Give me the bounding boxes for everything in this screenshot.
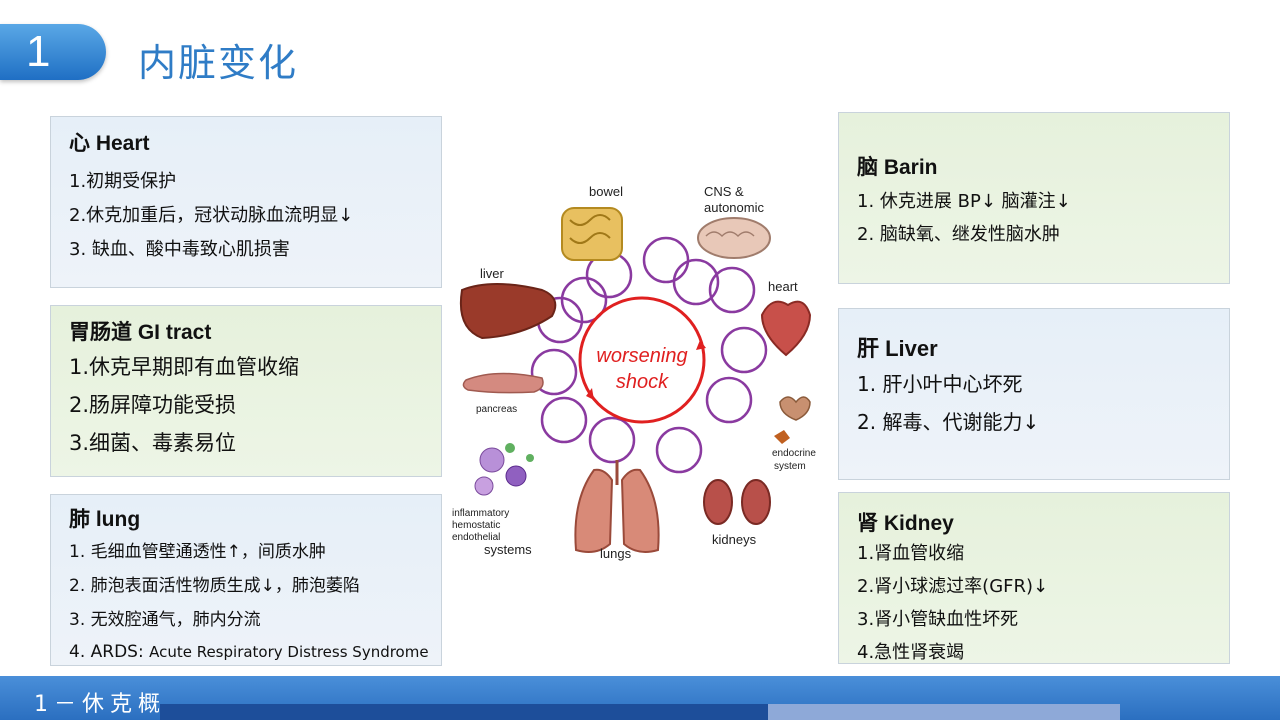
liver-illustration — [460, 283, 557, 340]
liver-title: 肝 Liver — [857, 336, 938, 361]
label-heart: heart — [768, 279, 798, 294]
shock-diagram-svg: worsening shock — [452, 184, 816, 561]
gi-title: 胃肠道 GI tract — [69, 321, 212, 344]
label-hemostatic: hemostatic — [452, 520, 500, 531]
feedback-loops — [530, 236, 768, 474]
shock-organ-diagram: worsening shock — [444, 140, 836, 580]
endocrine-illustration — [774, 396, 811, 444]
brain-item-2: 2. 脑缺氧、继发性脑水肿 — [857, 224, 1060, 245]
label-bowel: bowel — [589, 184, 623, 199]
footer-progress-light — [768, 704, 1120, 720]
lung-panel: 肺 lung 1. 毛细血管壁通透性↑，间质水肿 2. 肺泡表面活性物质生成↓，… — [50, 494, 442, 666]
label-endothelial: endothelial — [452, 532, 500, 543]
label-pancreas: pancreas — [476, 404, 517, 415]
section-number: 1 — [26, 27, 51, 76]
center-label-1: worsening — [596, 345, 687, 367]
kidney-item-3: 3.肾小管缺血性坏死 — [857, 609, 1019, 630]
gi-item-3: 3.细菌、毒素易位 — [69, 431, 237, 455]
brain-item-1: 1. 休克进展 BP↓ 脑灌注↓ — [857, 191, 1071, 212]
gi-item-1: 1.休克早期即有血管收缩 — [69, 355, 300, 379]
heart-illustration — [760, 300, 812, 357]
label-kidneys: kidneys — [712, 532, 757, 547]
lung-title: 肺 lung — [69, 508, 141, 531]
brain-illustration — [697, 217, 771, 259]
label-systems: systems — [484, 542, 532, 557]
brain-title: 脑 Barin — [857, 156, 938, 179]
label-system: system — [774, 461, 806, 472]
label-lungs: lungs — [600, 546, 632, 561]
liver-item-2: 2. 解毒、代谢能力↓ — [857, 410, 1040, 434]
lung-item-2: 2. 肺泡表面活性物质生成↓，肺泡萎陷 — [69, 576, 360, 596]
label-liver: liver — [480, 266, 505, 281]
lungs-illustration — [574, 460, 660, 553]
kidney-item-2: 2.肾小球滤过率(GFR)↓ — [857, 576, 1049, 597]
kidney-item-4: 4.急性肾衰竭 — [857, 642, 965, 663]
inflammatory-cells-illustration — [474, 443, 534, 496]
liver-item-1: 1. 肝小叶中心坏死 — [857, 372, 1023, 396]
worsening-shock-ring — [578, 296, 706, 424]
brain-panel: 脑 Barin 1. 休克进展 BP↓ 脑灌注↓ 2. 脑缺氧、继发性脑水肿 — [838, 112, 1230, 284]
label-endocrine: endocrine — [772, 448, 816, 459]
lung-item-1: 1. 毛细血管壁通透性↑，间质水肿 — [69, 542, 326, 562]
lung-item-4: 4. ARDS: Acute Respiratory Distress Synd… — [69, 637, 429, 667]
kidney-item-1: 1.肾血管收缩 — [857, 543, 965, 564]
kidney-panel: 肾 Kidney 1.肾血管收缩 2.肾小球滤过率(GFR)↓ 3.肾小管缺血性… — [838, 492, 1230, 664]
footer-section-label: 1－休克概 — [34, 692, 166, 717]
kidneys-illustration — [703, 479, 771, 525]
center-label-2: shock — [616, 371, 669, 393]
label-cns: CNS & — [704, 184, 744, 199]
heart-panel: 心 Heart 1.初期受保护 2.休克加重后，冠状动脉血流明显↓ 3. 缺血、… — [50, 116, 442, 288]
footer-progress-dark — [160, 704, 768, 720]
lung-item-3: 3. 无效腔通气，肺内分流 — [69, 610, 261, 630]
bowel-illustration — [561, 207, 623, 261]
heart-item-3: 3. 缺血、酸中毒致心肌损害 — [69, 239, 290, 260]
gi-panel: 胃肠道 GI tract 1.休克早期即有血管收缩 2.肠屏障功能受损 3.细菌… — [50, 305, 442, 477]
gi-item-2: 2.肠屏障功能受损 — [69, 393, 237, 417]
heart-title: 心 Heart — [69, 132, 150, 155]
liver-panel: 肝 Liver 1. 肝小叶中心坏死 2. 解毒、代谢能力↓ — [838, 308, 1230, 480]
heart-item-2: 2.休克加重后，冠状动脉血流明显↓ — [69, 205, 354, 226]
heart-item-1: 1.初期受保护 — [69, 171, 177, 192]
ards-full: Acute Respiratory Distress Syndrome — [149, 643, 429, 661]
pancreas-illustration — [462, 372, 544, 394]
label-inflammatory: inflammatory — [452, 508, 509, 519]
label-autonomic: autonomic — [704, 200, 764, 215]
section-number-badge: 1 — [0, 24, 106, 80]
kidney-title: 肾 Kidney — [857, 512, 954, 535]
ards-prefix: 4. ARDS: — [69, 642, 150, 662]
page-title: 内脏变化 — [138, 41, 299, 85]
